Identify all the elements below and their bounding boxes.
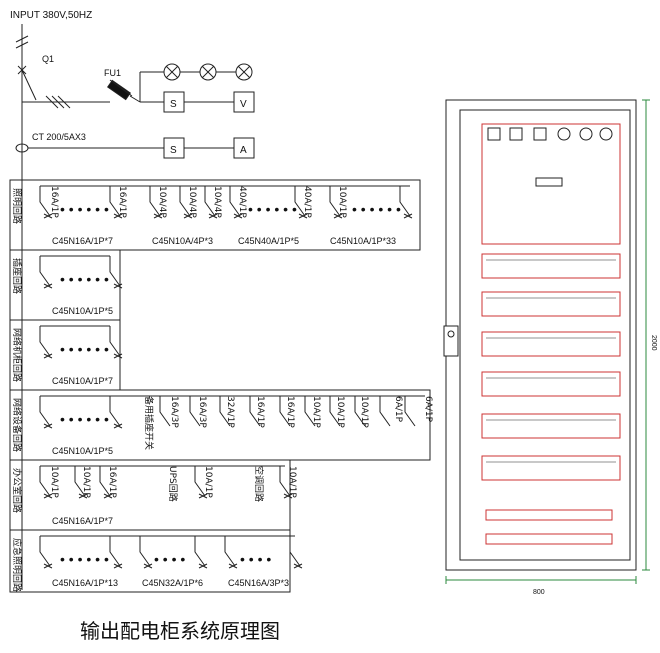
cabinet-width-dim: 800 bbox=[533, 589, 545, 596]
breaker-model-2-0: C45N10A/1P*7 bbox=[52, 376, 113, 386]
branch-label-3-1: 16A/3P bbox=[169, 396, 179, 428]
svg-text:• • • • • •: • • • • • • bbox=[352, 201, 401, 217]
svg-text:• • • • • •: • • • • • • bbox=[60, 201, 109, 217]
branch-label-4-5: 空调回路 bbox=[253, 466, 265, 502]
cabinet-elevation: 800 2000 bbox=[443, 99, 657, 596]
group-name-4: 办公室回路 bbox=[11, 468, 23, 513]
branch-label-4-0: 10A/1P bbox=[49, 466, 59, 498]
ct-label: CT 200/5AX3 bbox=[32, 132, 86, 142]
group-name-1: 插座回路 bbox=[11, 258, 23, 294]
svg-text:• • • • • •: • • • • • • bbox=[60, 411, 109, 427]
meter-v: V bbox=[240, 99, 247, 110]
branch-label-0-0: 16A/1P bbox=[49, 186, 59, 218]
branch-label-3-10: 6A/1P bbox=[423, 396, 433, 423]
branch-label-3-3: 32A/1P bbox=[225, 396, 235, 428]
svg-text:• • • • • •: • • • • • • bbox=[60, 271, 109, 287]
branch-label-4-3: UPS回路 bbox=[167, 466, 179, 502]
group-name-2: 网络机柜回路 bbox=[11, 328, 23, 382]
branch-label-3-7: 10A/1P bbox=[335, 396, 345, 428]
svg-text:• • • • • •: • • • • • • bbox=[60, 341, 109, 357]
breaker-model-0-0: C45N16A/1P*7 bbox=[52, 236, 113, 246]
breaker-model-4-0: C45N16A/1P*7 bbox=[52, 516, 113, 526]
branch-label-3-6: 10A/1P bbox=[311, 396, 321, 428]
branch-label-3-9: 6A/1P bbox=[393, 396, 403, 423]
branch-label-0-7: 10A/1P bbox=[337, 186, 347, 218]
input-label: INPUT 380V,50HZ bbox=[10, 10, 92, 21]
breaker-model-5-2: C45N16A/3P*3 bbox=[228, 578, 289, 588]
meter-s2: S bbox=[170, 145, 177, 156]
branch-label-4-2: 16A/1P bbox=[107, 466, 117, 498]
branch-label-0-1: 16A/1P bbox=[117, 186, 127, 218]
breaker-model-5-1: C45N32A/1P*6 bbox=[142, 578, 203, 588]
branch-label-3-8: 10A/1P bbox=[359, 396, 369, 428]
breaker-model-3-0: C45N10A/1P*5 bbox=[52, 446, 113, 456]
branch-label-0-3: 10A/4P bbox=[187, 186, 197, 218]
breaker-label: Q1 bbox=[42, 54, 54, 64]
svg-text:• • • • • •: • • • • • • bbox=[60, 551, 109, 567]
group-name-3: 网络设备回路 bbox=[11, 398, 23, 452]
branch-label-3-2: 16A/3P bbox=[197, 396, 207, 428]
svg-text:• • • •: • • • • bbox=[154, 551, 185, 567]
branch-label-0-2: 10A/4P bbox=[157, 186, 167, 218]
group-name-0: 照明回路 bbox=[11, 188, 23, 224]
branch-label-3-0: 备用插座开关 bbox=[143, 396, 155, 450]
breaker-model-0-2: C45N40A/1P*5 bbox=[238, 236, 299, 246]
diagram-title: 输出配电柜系统原理图 bbox=[80, 619, 280, 643]
branch-label-0-4: 10A/4P bbox=[212, 186, 222, 218]
svg-text:• • • • • •: • • • • • • bbox=[248, 201, 297, 217]
breaker-model-0-1: C45N10A/4P*3 bbox=[152, 236, 213, 246]
branch-label-4-4: 10A/1P bbox=[203, 466, 213, 498]
branch-label-0-5: 40A/1P bbox=[237, 186, 247, 218]
cabinet-height-dim: 2000 bbox=[650, 335, 657, 351]
breaker-model-1-0: C45N10A/1P*5 bbox=[52, 306, 113, 316]
breaker-model-0-3: C45N10A/1P*33 bbox=[330, 236, 396, 246]
branch-label-4-1: 10A/1P bbox=[81, 466, 91, 498]
meter-s1: S bbox=[170, 99, 177, 110]
branch-label-3-5: 16A/1P bbox=[285, 396, 295, 428]
fuse-label: FU1 bbox=[104, 68, 121, 78]
breaker-model-5-0: C45N16A/1P*13 bbox=[52, 578, 118, 588]
branch-label-3-4: 16A/1P bbox=[255, 396, 265, 428]
branch-label-4-6: 10A/1P bbox=[287, 466, 297, 498]
meter-a: A bbox=[240, 145, 247, 156]
group-name-5: 应急照明回路 bbox=[11, 538, 23, 592]
branch-label-0-6: 40A/1P bbox=[302, 186, 312, 218]
svg-text:• • • •: • • • • bbox=[240, 551, 271, 567]
